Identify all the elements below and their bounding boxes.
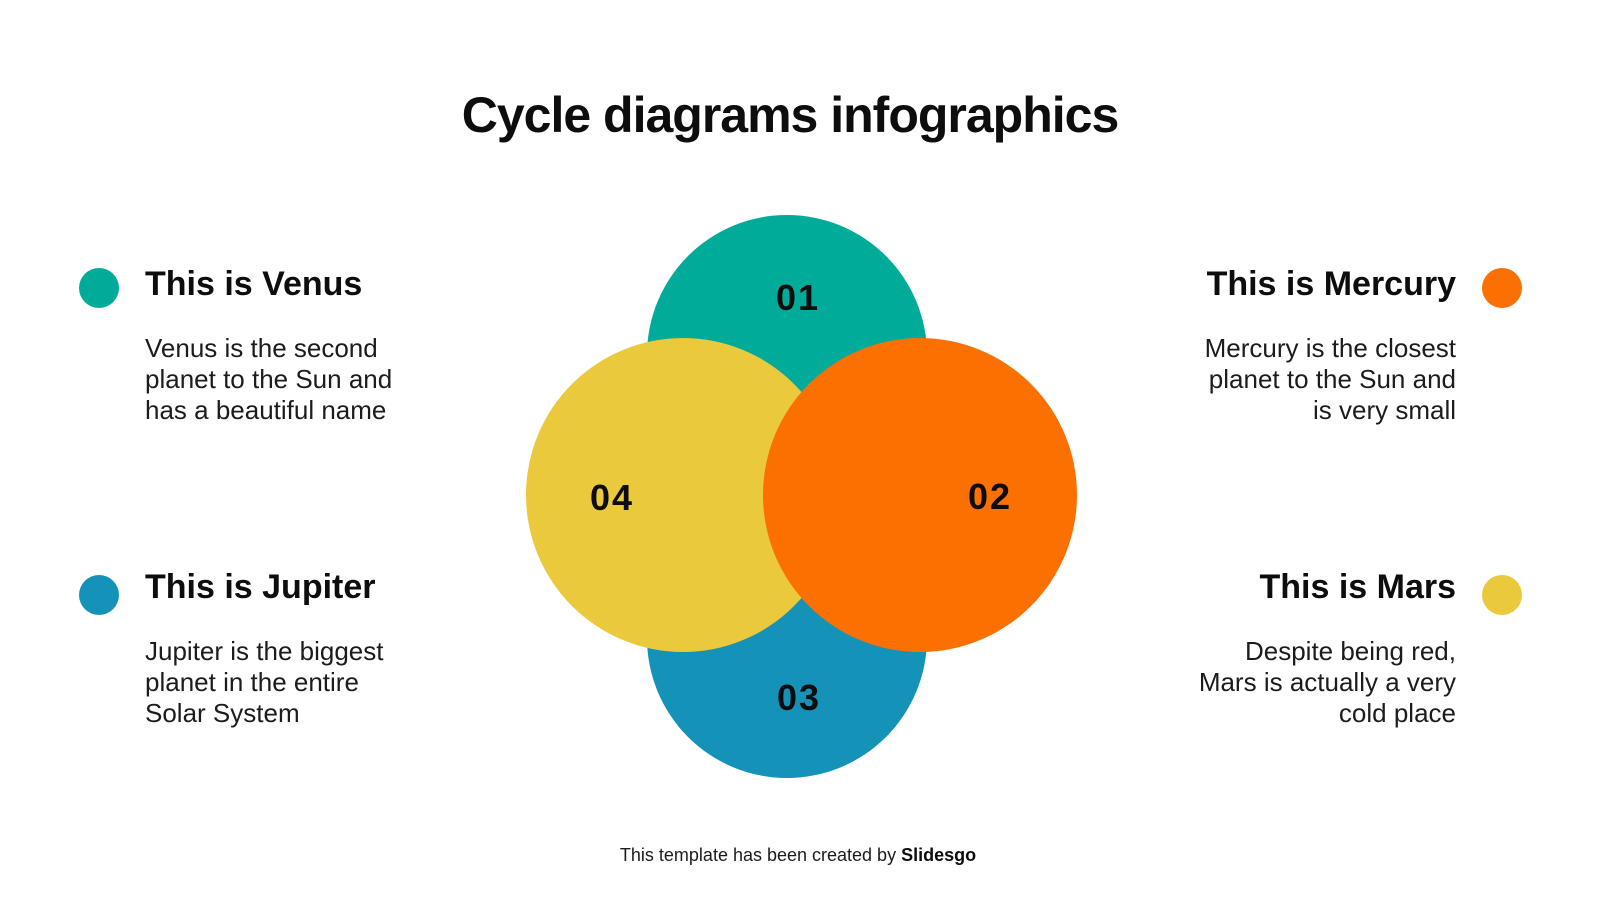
jupiter-line-2: planet in the entire — [145, 667, 359, 697]
mercury-text-block: This is Mercury Mercury is the closest p… — [1116, 263, 1456, 426]
mercury-line-1: Mercury is the closest — [1204, 333, 1456, 363]
venus-text-block: This is Venus Venus is the second planet… — [145, 263, 485, 426]
mars-dot — [1482, 575, 1522, 615]
mercury-heading: This is Mercury — [1206, 265, 1456, 303]
mercury-dot — [1482, 268, 1522, 308]
venus-line-2: planet to the Sun and — [145, 364, 393, 394]
jupiter-line-1: Jupiter is the biggest — [145, 636, 384, 666]
venus-heading: This is Venus — [145, 265, 363, 303]
jupiter-description: Jupiter is the biggest planet in the ent… — [145, 636, 485, 729]
circle-02-orange — [763, 338, 1077, 652]
venus-line-1: Venus is the second — [145, 333, 378, 363]
circle-label-03: 03 — [776, 677, 822, 718]
mars-description: Despite being red, Mars is actually a ve… — [1116, 636, 1456, 729]
footer-brand: Slidesgo — [901, 845, 977, 865]
mars-text-block: This is Mars Despite being red, Mars is … — [1116, 566, 1456, 729]
jupiter-text-block: This is Jupiter Jupiter is the biggest p… — [145, 566, 485, 729]
venus-dot — [79, 268, 119, 308]
jupiter-heading: This is Jupiter — [145, 568, 376, 606]
mercury-line-3: is very small — [1312, 395, 1456, 425]
mercury-description: Mercury is the closest planet to the Sun… — [1116, 333, 1456, 426]
circle-label-01: 01 — [775, 277, 821, 318]
circle-label-04: 04 — [589, 477, 635, 518]
venus-description: Venus is the second planet to the Sun an… — [145, 333, 485, 426]
footer-credit-text: This template has been created by — [619, 845, 902, 865]
mercury-line-2: planet to the Sun and — [1208, 364, 1456, 394]
venus-line-3: has a beautiful name — [145, 395, 387, 425]
footer-credit: This template has been created by Slides… — [0, 845, 1596, 866]
mars-line-3: cold place — [1338, 698, 1456, 728]
circle-label-02: 02 — [967, 476, 1013, 517]
jupiter-line-3: Solar System — [145, 698, 300, 728]
page-title: Cycle diagrams infographics — [461, 87, 1120, 143]
mars-line-1: Despite being red, — [1244, 636, 1456, 666]
mars-heading: This is Mars — [1259, 568, 1456, 606]
mars-line-2: Mars is actually a very — [1198, 667, 1456, 697]
jupiter-dot — [79, 575, 119, 615]
